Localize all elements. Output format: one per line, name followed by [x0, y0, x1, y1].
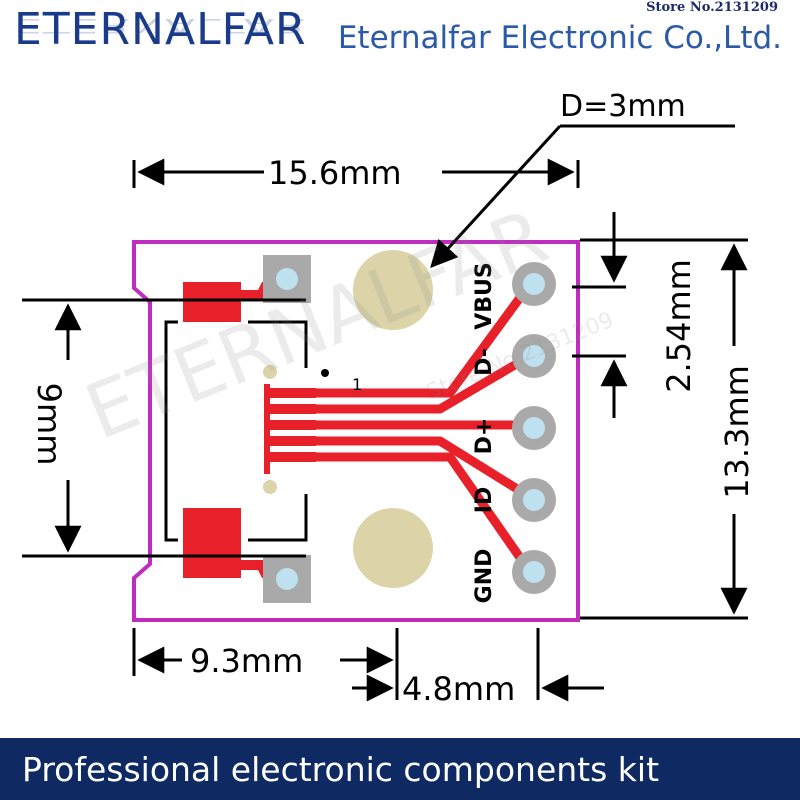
- brand-logo: ETERNALFAR: [14, 4, 307, 55]
- connector-outline: [164, 320, 178, 542]
- pin-label-gnd: GND: [472, 549, 497, 604]
- mount-hole-bottom: [353, 508, 433, 588]
- dim-right-section: 4.8mm: [402, 670, 515, 708]
- store-number: Store No.2131209: [646, 0, 778, 15]
- dim-left-section: 9.3mm: [190, 642, 303, 680]
- dim-pitch: 2.54mm: [660, 259, 698, 393]
- pin-label-d-plus: D+: [472, 418, 497, 455]
- pin-label-vbus: VBUS: [472, 262, 497, 330]
- footer-banner: [0, 738, 800, 800]
- company-name: Eternalfar Electronic Co.,Ltd.: [337, 20, 782, 56]
- copper-traces: [316, 281, 534, 575]
- dim-drill: D=3mm: [560, 89, 686, 124]
- pin1-marker: 1: [352, 375, 362, 394]
- pin-label-id: ID: [472, 487, 497, 513]
- dim-height: 13.3mm: [718, 365, 756, 499]
- dim-width: 15.6mm: [268, 154, 402, 192]
- shield-pad-top: [183, 282, 241, 322]
- board-outline: [132, 240, 580, 622]
- footer-tagline: Professional electronic components kit: [22, 750, 660, 789]
- header-pads: [512, 262, 556, 594]
- mount-hole-top: [353, 250, 433, 330]
- pin-label-d-minus: D-: [472, 348, 497, 376]
- dim-connector-span: 9mm: [30, 383, 68, 466]
- shield-pad-bottom: [183, 508, 241, 578]
- smd-pads: [264, 384, 316, 474]
